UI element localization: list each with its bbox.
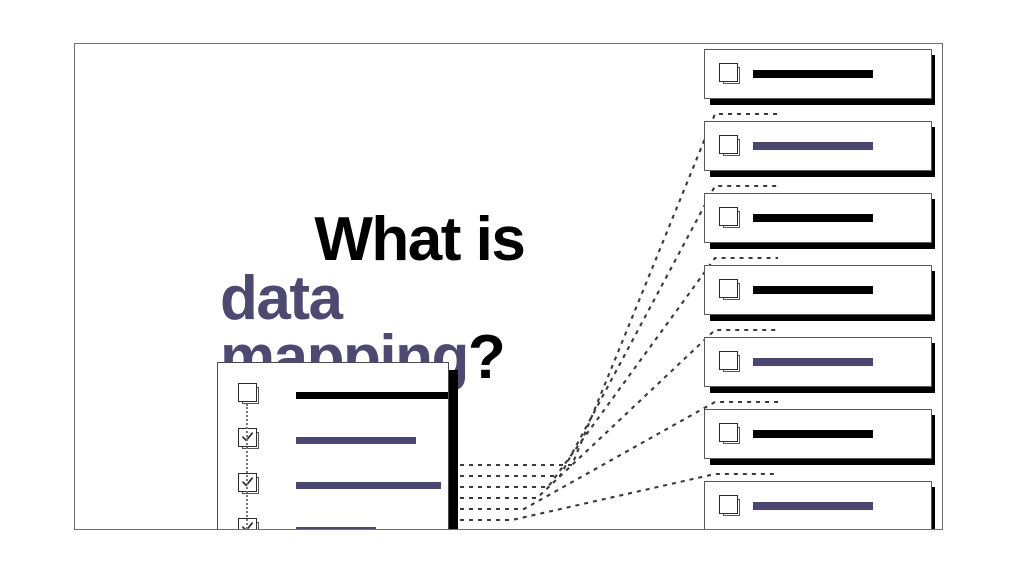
source-row[interactable] [238,383,448,407]
checkbox-source-3[interactable] [238,473,259,494]
checkbox-target-7[interactable] [719,495,740,516]
target-card-shadow-bottom [710,169,935,177]
target-field-bar [753,430,873,438]
checkbox-target-2[interactable] [719,135,740,156]
checkbox-target-6[interactable] [719,423,740,444]
source-schema-card[interactable] [217,362,449,529]
target-card-shadow-bottom [710,97,935,105]
target-field-bar [753,70,873,78]
target-card[interactable] [704,409,935,465]
target-field-bar [753,358,873,366]
target-card[interactable] [704,265,935,321]
checkbox-source-4[interactable] [238,518,259,529]
source-field-bar [296,437,416,444]
target-card-shadow-bottom [710,241,935,249]
target-field-bar [753,502,873,510]
checkbox-square [719,63,738,82]
checkbox-square [719,351,738,370]
source-row[interactable] [238,473,441,497]
checkbox-target-1[interactable] [719,63,740,84]
checkbox-square [238,383,257,402]
checkbox-target-4[interactable] [719,279,740,300]
title-part-plain-1: What is [314,204,541,274]
checkbox-connector-spine [246,404,248,529]
source-field-bar [296,482,441,489]
check-icon [242,522,254,529]
target-card[interactable] [704,121,935,177]
title-part-plain-2: ? [467,322,506,392]
target-card-shadow-bottom [710,529,935,530]
checkbox-square [719,495,738,514]
source-row[interactable] [238,428,430,452]
target-card-shadow-bottom [710,313,935,321]
checkbox-target-5[interactable] [719,351,740,372]
checkbox-square [719,207,738,226]
target-card-shadow-bottom [710,457,935,465]
checkbox-source-1[interactable] [238,383,259,404]
target-field-bar [753,142,873,150]
source-row[interactable] [238,518,430,529]
source-field-bar [296,392,448,399]
source-field-bar [296,527,376,529]
target-card-shadow-bottom [710,385,935,393]
title-part-accent-1: data [220,263,343,333]
checkbox-square [719,135,738,154]
target-card[interactable] [704,193,935,249]
checkbox-target-3[interactable] [719,207,740,228]
checkbox-square [719,279,738,298]
target-field-bar [753,286,873,294]
target-card[interactable] [704,481,935,530]
source-card-shadow [449,370,458,529]
target-field-bar [753,214,873,222]
checkbox-square [719,423,738,442]
target-card[interactable] [704,337,935,393]
checkbox-source-2[interactable] [238,428,259,449]
target-card[interactable] [704,49,935,105]
